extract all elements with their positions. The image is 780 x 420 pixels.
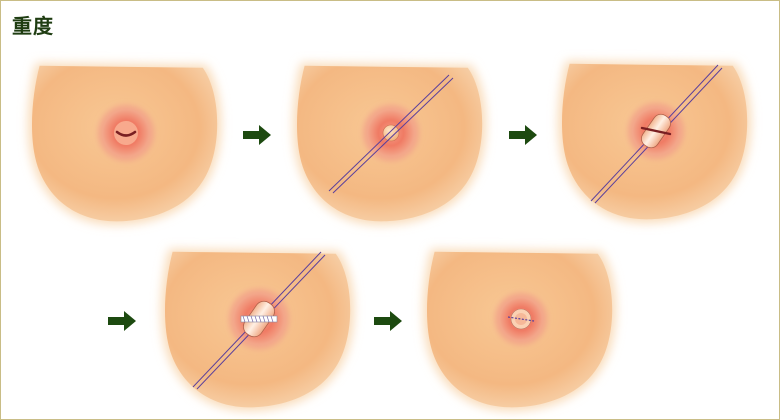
- step-2-thread-through-nipple: [293, 63, 486, 225]
- breast-thread-through-nipple-icon: [293, 63, 486, 225]
- right-arrow-icon: [243, 125, 271, 145]
- right-arrow-icon: [509, 125, 537, 145]
- breast-inverted-nipple-icon: [28, 63, 221, 225]
- step-5-result: [423, 249, 616, 411]
- right-arrow-icon: [108, 311, 136, 331]
- diagram-title: 重度: [12, 14, 54, 38]
- breast-result-icon: [423, 249, 616, 411]
- breast-cylinder-sutured-icon: [161, 249, 354, 411]
- breast-cylinder-icon: [558, 61, 751, 223]
- step-1-inverted-nipple: [28, 63, 221, 225]
- step-4-cylinder-sutured: [161, 249, 354, 411]
- step-3-cylinder-placed: [558, 61, 751, 223]
- right-arrow-icon: [374, 311, 402, 331]
